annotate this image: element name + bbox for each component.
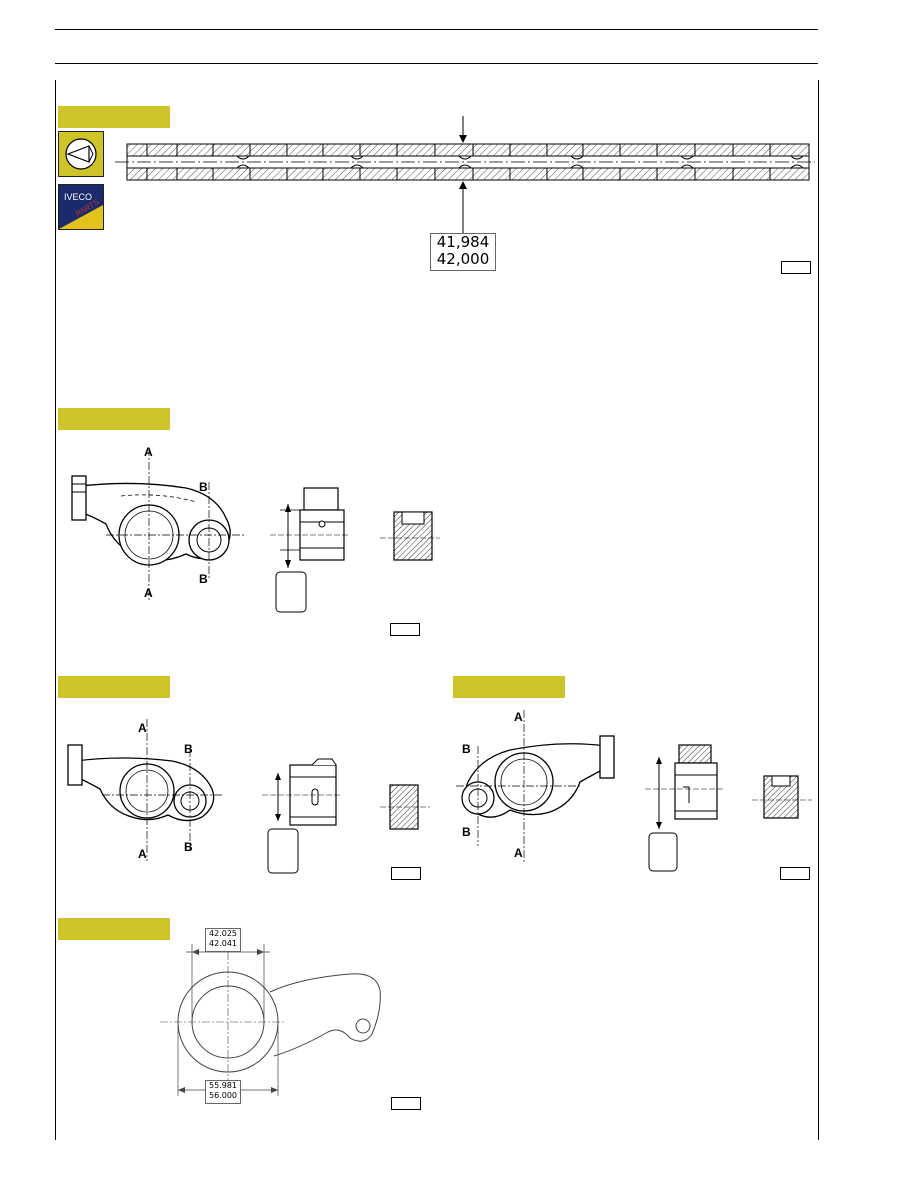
shaft-diameter-max: 42,000 <box>436 250 490 268</box>
bushing-section-a-drawing <box>262 758 342 874</box>
section-tab-rocker-bore <box>58 918 170 940</box>
section-label-a-top: A <box>514 710 523 724</box>
header-rule-bottom <box>55 63 818 64</box>
section-tab-rocker-right <box>453 676 565 698</box>
section-tab-rocker-inlet <box>58 408 170 430</box>
bushing-section-a-drawing <box>270 487 350 613</box>
section-label-b-bottom: B <box>462 825 471 839</box>
bore-inner-diameter-dimension: 42.025 42.041 <box>205 928 241 952</box>
right-margin-rule <box>818 80 819 1140</box>
bore-outer-max: 56.000 <box>209 1091 237 1100</box>
shaft-diameter-min: 41,984 <box>436 233 490 251</box>
bushing-section-b-drawing <box>380 784 430 830</box>
rocker-arm-drawing-2 <box>67 719 222 861</box>
section-label-b-top: B <box>184 742 193 756</box>
figure-number-box <box>391 1097 421 1110</box>
figure-number-box <box>781 261 811 274</box>
shaft-dimension-arrows <box>459 116 467 234</box>
section-tab-shaft <box>58 106 170 128</box>
figure-number-box <box>390 623 420 636</box>
section-label-b-top: B <box>462 742 471 756</box>
bore-inner-max: 42.041 <box>209 939 237 948</box>
measure-gauge-icon <box>58 131 104 177</box>
rocker-arm-drawing-3 <box>456 710 615 862</box>
bushing-section-b-drawing <box>752 775 812 819</box>
iveco-parts-logo-icon: IVECO PARTS <box>58 184 104 230</box>
bushing-section-a-drawing <box>645 744 725 872</box>
figure-number-box <box>780 867 810 880</box>
section-label-b-bottom: B <box>199 572 208 586</box>
rocker-shaft-drawing <box>115 143 815 181</box>
section-tab-rocker-left <box>58 676 170 698</box>
section-label-b-top: B <box>199 480 208 494</box>
rocker-arm-drawing-1 <box>71 448 244 600</box>
bore-outer-min: 55.981 <box>209 1081 237 1090</box>
header-rule-top <box>55 29 818 30</box>
shaft-diameter-dimension: 41,984 42,000 <box>430 233 496 271</box>
figure-number-box <box>391 867 421 880</box>
section-label-a-top: A <box>138 721 147 735</box>
section-label-a-bottom: A <box>144 586 153 600</box>
bore-inner-min: 42.025 <box>209 929 237 938</box>
section-label-a-top: A <box>144 445 153 459</box>
section-label-a-bottom: A <box>514 846 523 860</box>
iveco-logo-text: IVECO <box>64 192 93 202</box>
rocker-bore-drawing <box>160 944 381 1100</box>
section-label-a-bottom: A <box>138 847 147 861</box>
bushing-section-b-drawing <box>380 511 440 561</box>
section-label-b-bottom: B <box>184 840 193 854</box>
left-margin-rule <box>55 80 56 1140</box>
bore-outer-diameter-dimension: 55.981 56.000 <box>205 1080 241 1104</box>
